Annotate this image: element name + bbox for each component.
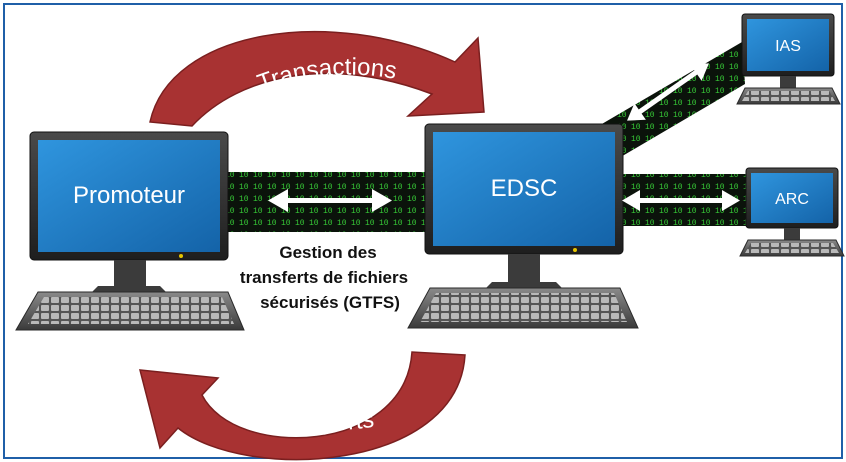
arc-computer: ARC <box>739 167 845 257</box>
arc-double-arrow <box>622 190 740 211</box>
transactions-arrow: Transactions <box>149 30 485 127</box>
promoteur-label: Promoteur <box>73 182 185 209</box>
double-arrows <box>268 63 740 212</box>
gtfs-caption-line2: transferts de fichiers <box>240 268 408 287</box>
ias-data-band <box>595 42 745 168</box>
promoteur-computer: Promoteur <box>15 131 245 331</box>
diagram-border <box>3 3 843 459</box>
ias-label: IAS <box>775 38 801 55</box>
edsc-screen <box>433 132 615 246</box>
gtfs-caption-line1: Gestion des <box>279 243 376 262</box>
gtfs-double-arrow <box>268 189 392 212</box>
arc-screen <box>751 173 833 223</box>
data-link-bands <box>222 42 755 232</box>
gtfs-caption: Gestion des transferts de fichiers sécur… <box>240 243 408 312</box>
edsc-computer: EDSC <box>407 123 639 329</box>
gtfs-caption-line3: sécurisés (GTFS) <box>260 293 400 312</box>
rapports-label: Rapports <box>277 402 376 436</box>
promoteur-screen <box>38 140 220 252</box>
ias-screen <box>747 19 829 71</box>
arc-label: ARC <box>775 191 809 208</box>
ias-computer: IAS <box>736 13 841 105</box>
edsc-label: EDSC <box>491 175 558 202</box>
ias-double-arrow <box>627 63 709 121</box>
rapports-arrow: Rapports <box>139 351 466 461</box>
